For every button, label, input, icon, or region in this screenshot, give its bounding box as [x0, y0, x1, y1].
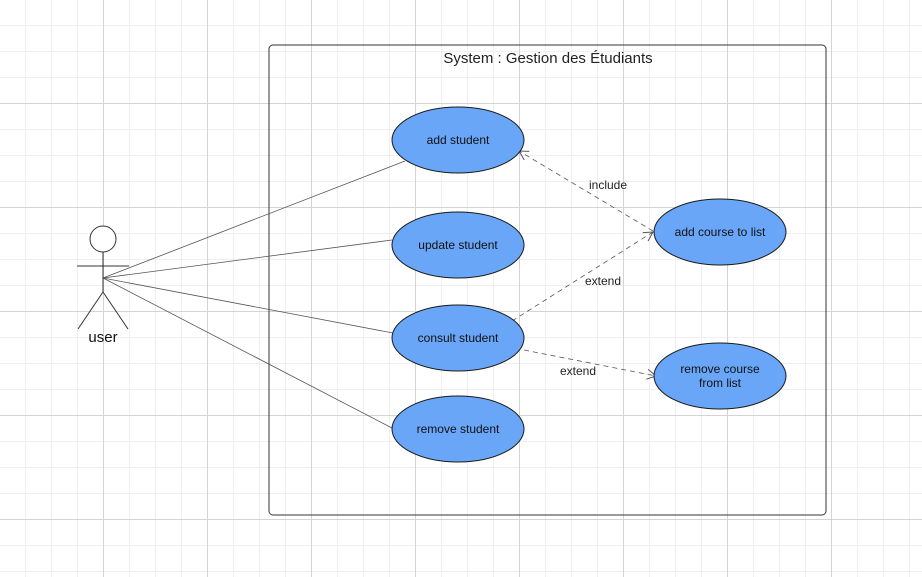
extend-arrow-remove-course[interactable] — [523, 349, 658, 380]
usecase-update-student[interactable]: update student — [391, 211, 525, 279]
include-label: include — [589, 178, 627, 192]
usecase-add-student[interactable]: add student — [391, 106, 525, 174]
usecase-consult-student[interactable]: consult student — [391, 304, 525, 372]
association-consult-student[interactable] — [102, 277, 394, 334]
usecase-add-course[interactable]: add course to list — [653, 198, 787, 266]
association-remove-student[interactable] — [102, 277, 393, 429]
association-update-student[interactable] — [102, 239, 393, 279]
extend-label-remove: extend — [560, 364, 596, 378]
usecase-remove-course-label-line1: remove course — [680, 362, 760, 376]
dependencies — [511, 150, 658, 380]
usecase-add-student-label: add student — [427, 133, 490, 147]
usecase-remove-student-label: remove student — [417, 422, 500, 436]
association-add-student[interactable] — [102, 160, 406, 279]
associations — [102, 160, 406, 429]
usecase-add-course-label: add course to list — [675, 225, 766, 239]
system-title: System : Gestion des Étudiants — [443, 50, 652, 67]
system-boundary[interactable]: System : Gestion des Étudiants — [268, 44, 827, 516]
actor-user[interactable]: user — [77, 225, 129, 346]
usecase-remove-student[interactable]: remove student — [391, 395, 525, 463]
usecase-consult-student-label: consult student — [418, 331, 499, 345]
usecase-remove-course[interactable]: remove course from list — [653, 342, 787, 410]
usecase-remove-course-label-line2: from list — [699, 376, 742, 390]
usecase-update-student-label: update student — [418, 238, 498, 252]
extend-label-add: extend — [585, 274, 621, 288]
extend-arrow-add-course[interactable] — [511, 231, 654, 322]
actor-label: user — [88, 329, 117, 346]
include-arrow[interactable] — [518, 150, 654, 232]
actor-head — [89, 225, 117, 253]
